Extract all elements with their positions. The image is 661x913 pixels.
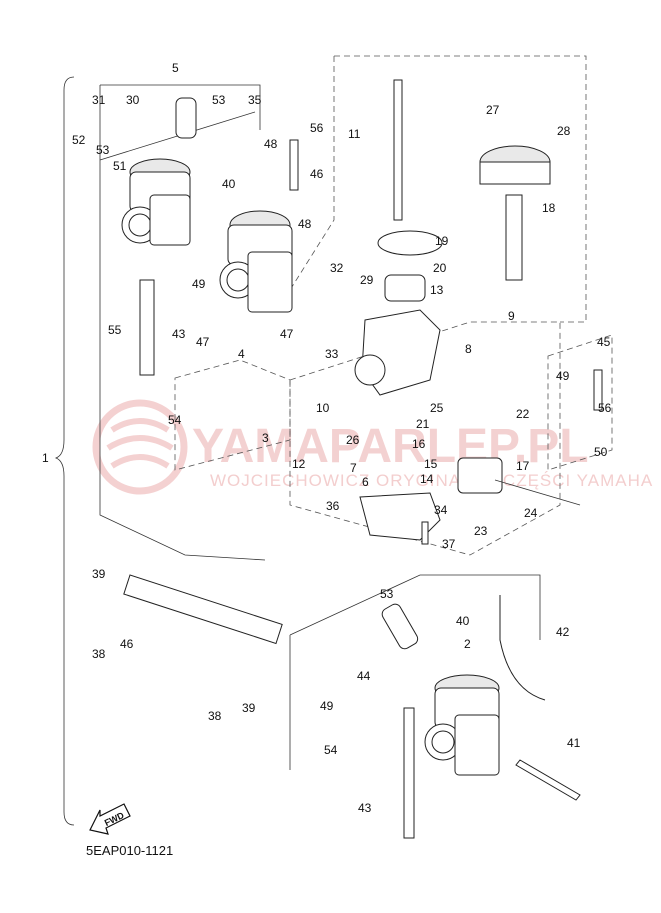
callout-number-45: 45 <box>597 335 611 349</box>
callout-number-31: 31 <box>92 93 106 107</box>
callout-number-54: 54 <box>324 743 338 757</box>
callout-number-47: 47 <box>280 327 294 341</box>
callout-number-20: 20 <box>433 261 447 275</box>
float <box>457 457 503 494</box>
callout-number-8: 8 <box>465 342 472 356</box>
callout-number-29: 29 <box>360 273 374 287</box>
carburetor-lower <box>424 674 500 776</box>
watermark: YAMAPARLEP.PL WOJCIECHOWICZ ORYGINALNE C… <box>92 399 653 495</box>
callout-number-1: 1 <box>42 451 49 465</box>
callout-number-2: 2 <box>464 637 471 651</box>
callout-number-10: 10 <box>316 401 330 415</box>
callout-number-50: 50 <box>594 445 608 459</box>
carb-body-float-chamber <box>354 309 441 541</box>
assembly-bracket <box>54 76 75 826</box>
callout-number-16: 16 <box>412 437 426 451</box>
callout-number-55: 55 <box>108 323 122 337</box>
callout-number-44: 44 <box>357 669 371 683</box>
fwd-arrow-icon: FWD <box>89 803 131 835</box>
callout-number-41: 41 <box>567 736 581 750</box>
callout-number-27: 27 <box>486 103 500 117</box>
joint-pipe-lower <box>403 707 415 839</box>
callout-number-49: 49 <box>192 277 206 291</box>
callout-number-15: 15 <box>424 457 438 471</box>
callout-number-13: 13 <box>430 283 444 297</box>
callout-number-18: 18 <box>542 201 556 215</box>
callout-number-7: 7 <box>350 461 357 475</box>
callout-number-53: 53 <box>96 143 110 157</box>
callout-number-19: 19 <box>435 234 449 248</box>
callout-number-12: 12 <box>292 457 306 471</box>
throttle-cable <box>499 595 546 701</box>
callout-number-4: 4 <box>238 347 245 361</box>
fuel-hose-right <box>593 369 603 411</box>
callout-number-40: 40 <box>222 177 236 191</box>
callout-number-47: 47 <box>196 335 210 349</box>
callout-number-48: 48 <box>264 137 278 151</box>
callout-number-5: 5 <box>172 61 179 75</box>
throttle-stop-bracket <box>123 574 283 645</box>
fuel-hose-upper <box>289 139 299 191</box>
callout-labels: 5 31 30 53 35 52 53 51 40 48 56 46 48 49… <box>42 61 612 815</box>
callout-number-51: 51 <box>113 159 127 173</box>
callout-number-56: 56 <box>598 401 612 415</box>
callout-number-46: 46 <box>310 167 324 181</box>
callout-number-43: 43 <box>358 801 372 815</box>
callout-number-6: 6 <box>362 475 369 489</box>
lower-carb-frame <box>289 574 541 770</box>
upper-right-group-outline <box>289 55 587 323</box>
callout-number-32: 32 <box>330 261 344 275</box>
part-code: 5EAP010-1121 <box>86 843 173 858</box>
callout-number-42: 42 <box>556 625 570 639</box>
watermark-title: YAMAPARLEP.PL <box>192 420 589 473</box>
callout-number-28: 28 <box>557 124 571 138</box>
watermark-subtitle: WOJCIECHOWICZ ORYGINALNE CZĘŚCI YAMAHA <box>210 471 653 490</box>
callout-number-30: 30 <box>126 93 140 107</box>
callout-number-43: 43 <box>172 327 186 341</box>
callout-number-35: 35 <box>248 93 262 107</box>
air-vent-hose <box>381 603 419 650</box>
float-bowl-group-outline <box>289 321 561 556</box>
jet-group-outline <box>174 359 291 471</box>
callout-number-56: 56 <box>310 121 324 135</box>
carburetor-upper-right <box>219 210 293 313</box>
callout-number-14: 14 <box>420 472 434 486</box>
jet-needle <box>393 79 403 221</box>
callout-number-48: 48 <box>298 217 312 231</box>
joint-pipe <box>139 279 155 376</box>
callout-number-23: 23 <box>474 524 488 538</box>
callout-number-33: 33 <box>325 347 339 361</box>
callout-number-34: 34 <box>434 503 448 517</box>
callout-number-24: 24 <box>524 506 538 520</box>
callout-number-53: 53 <box>380 587 394 601</box>
callout-number-21: 21 <box>416 417 430 431</box>
callout-number-36: 36 <box>326 499 340 513</box>
callout-number-3: 3 <box>262 431 269 445</box>
callout-number-38: 38 <box>92 647 106 661</box>
callout-number-40: 40 <box>456 614 470 628</box>
callout-number-38: 38 <box>208 709 222 723</box>
right-fitting-group-outline <box>547 334 613 471</box>
diaphragm-cover <box>377 145 551 302</box>
callout-number-25: 25 <box>430 401 444 415</box>
callout-number-26: 26 <box>346 433 360 447</box>
callout-number-49: 49 <box>320 699 334 713</box>
air-vent-hose-upper <box>175 97 197 139</box>
callout-number-17: 17 <box>516 459 530 473</box>
callout-number-9: 9 <box>508 309 515 323</box>
hex-bolt <box>515 759 581 801</box>
callout-number-49: 49 <box>556 369 570 383</box>
callout-number-46: 46 <box>120 637 134 651</box>
callout-number-37: 37 <box>442 537 456 551</box>
carburetor-upper-left <box>121 158 191 246</box>
callout-number-22: 22 <box>516 407 530 421</box>
callout-number-52: 52 <box>72 133 86 147</box>
callout-number-39: 39 <box>242 701 256 715</box>
callout-number-11: 11 <box>348 127 361 141</box>
callout-number-53: 53 <box>212 93 226 107</box>
callout-number-54: 54 <box>168 413 182 427</box>
callout-number-39: 39 <box>92 567 106 581</box>
